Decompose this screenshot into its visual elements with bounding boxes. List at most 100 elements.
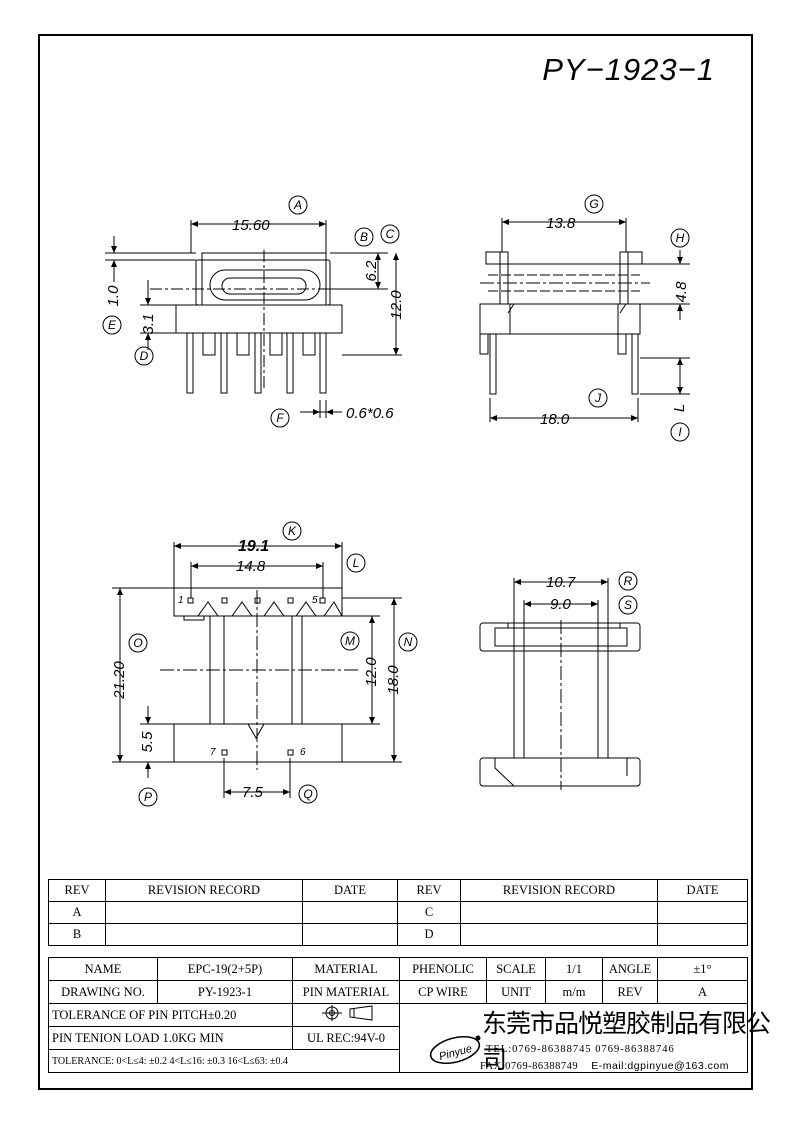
dim-side-base: 18.0 — [540, 411, 570, 428]
company-contact: FAX:0769-86388749 E-mail:dgpinyue@163.co… — [480, 1060, 729, 1072]
date-header-2: DATE — [657, 879, 748, 902]
ul-rating: UL REC:94V-0 — [292, 1026, 400, 1050]
revision-record-d — [460, 923, 658, 946]
pin-6-label: 6 — [300, 747, 306, 758]
revision-header-row: REV REVISION RECORD DATE REV REVISION RE… — [48, 879, 748, 902]
revision-record-header: REVISION RECORD — [105, 879, 303, 902]
unit-label: UNIT — [486, 980, 546, 1004]
tolerance-general: TOLERANCE: 0<L≤4: ±0.2 4<L≤16: ±0.3 16<L… — [48, 1049, 400, 1073]
tolerance-pitch: TOLERANCE OF PIN PITCH±0.20 — [48, 1003, 293, 1027]
revision-row: A C — [48, 901, 748, 924]
dim-front-top-height: 6.2 — [363, 260, 380, 282]
callout-e: E — [108, 318, 117, 332]
pin-material-value: CP WIRE — [399, 980, 487, 1004]
drawing-no-label: DRAWING NO. — [48, 980, 158, 1004]
dim-front-width: 15.60 — [232, 217, 270, 234]
rev-header: REV — [48, 879, 106, 902]
angle-value: ±1° — [657, 957, 748, 981]
callout-b: B — [360, 230, 368, 244]
name-label: NAME — [48, 957, 158, 981]
dim-top-outer: 10.7 — [546, 574, 576, 591]
callout-s: S — [624, 598, 632, 612]
callout-g: G — [589, 197, 598, 211]
callout-k: K — [288, 524, 297, 538]
pin-tension: PIN TENION LOAD 1.0KG MIN — [48, 1026, 293, 1050]
callout-j: J — [594, 391, 602, 405]
dim-bottom-mid-height: 18.0 — [385, 665, 402, 695]
callout-p: P — [144, 790, 152, 804]
revision-record-a — [105, 901, 303, 924]
callout-a: A — [293, 198, 302, 212]
company-tel: TEL:0769-86388745 0769-86388746 — [486, 1044, 675, 1055]
callout-q: Q — [303, 787, 312, 801]
pinyue-logo: Pinyue — [429, 1035, 481, 1065]
revision-record-header-2: REVISION RECORD — [460, 879, 658, 902]
material-value: PHENOLIC — [399, 957, 487, 981]
rev-c: C — [397, 901, 461, 924]
name-value: EPC-19(2+5P) — [157, 957, 293, 981]
projection-symbol-icon — [322, 1005, 373, 1021]
callout-o: O — [133, 636, 142, 650]
side-view — [479, 218, 690, 422]
pin-7-label: 7 — [210, 747, 216, 758]
callout-l: L — [353, 556, 360, 570]
drawing-no-value: PY-1923-1 — [157, 980, 293, 1004]
date-c — [657, 901, 748, 924]
arrowheads — [111, 219, 683, 795]
pin-1-label: 1 — [178, 595, 184, 606]
company-name: 东莞市品悦塑胶制品有限公司 — [482, 1009, 771, 1074]
callout-m: M — [345, 634, 355, 648]
dim-pin-size: 0.6*0.6 — [346, 405, 394, 422]
front-view — [105, 220, 402, 418]
date-b — [302, 923, 398, 946]
dim-side-height: 4.8 — [673, 281, 690, 303]
drawing-border — [38, 34, 753, 1090]
unit-value: m/m — [545, 980, 603, 1004]
dimension-texts: 15.60 6.2 12.0 1.0 3.1 0.6*0.6 13.8 4.8 … — [105, 215, 690, 801]
dim-side-width: 13.8 — [546, 215, 576, 232]
logo-text: Pinyue — [438, 1043, 474, 1063]
material-label: MATERIAL — [292, 957, 400, 981]
dim-bottom-pin-span: 7.5 — [242, 784, 264, 801]
date-a — [302, 901, 398, 924]
callout-r: R — [624, 574, 633, 588]
dim-pin-length: L — [671, 404, 688, 412]
date-header: DATE — [302, 879, 398, 902]
callout-f: F — [276, 411, 284, 425]
dim-bottom-outer: 19.1 — [238, 538, 269, 555]
dim-front-total-height: 12.0 — [388, 290, 405, 320]
dim-top-inner: 9.0 — [550, 596, 572, 613]
pin-5-label: 5 — [312, 595, 318, 606]
callout-c: C — [386, 227, 395, 241]
rev-value: A — [657, 980, 748, 1004]
callout-n: N — [404, 635, 413, 649]
revision-row: B D — [48, 923, 748, 946]
callout-letters: A B C D E F G H I J K L M N O P Q R S — [108, 197, 685, 804]
rev-label: REV — [602, 980, 658, 1004]
callout-i: I — [678, 425, 682, 439]
scale-value: 1/1 — [545, 957, 603, 981]
projection-symbol — [292, 1003, 400, 1027]
dim-front-flange: 1.0 — [105, 285, 122, 307]
callout-d: D — [140, 349, 149, 363]
revision-record-c — [460, 901, 658, 924]
bottom-view — [112, 542, 402, 798]
top-view — [479, 578, 641, 790]
dim-bottom-pitch: 14.8 — [236, 558, 266, 575]
company-fax: FAX:0769-86388749 — [480, 1061, 579, 1072]
rev-a: A — [48, 901, 106, 924]
dim-bottom-height: 21.20 — [111, 661, 128, 700]
rev-d: D — [397, 923, 461, 946]
angle-label: ANGLE — [602, 957, 658, 981]
company-email: E-mail:dgpinyue@163.com — [591, 1060, 729, 1072]
revision-record-b — [105, 923, 303, 946]
dim-front-base: 3.1 — [140, 314, 157, 335]
scale-label: SCALE — [486, 957, 546, 981]
callout-h: H — [676, 231, 685, 245]
revision-table: REV REVISION RECORD DATE REV REVISION RE… — [48, 879, 748, 946]
dim-bottom-base: 5.5 — [139, 731, 156, 753]
pin-material-label: PIN MATERIAL — [292, 980, 400, 1004]
dim-bottom-inner-height: 12.0 — [363, 657, 380, 687]
